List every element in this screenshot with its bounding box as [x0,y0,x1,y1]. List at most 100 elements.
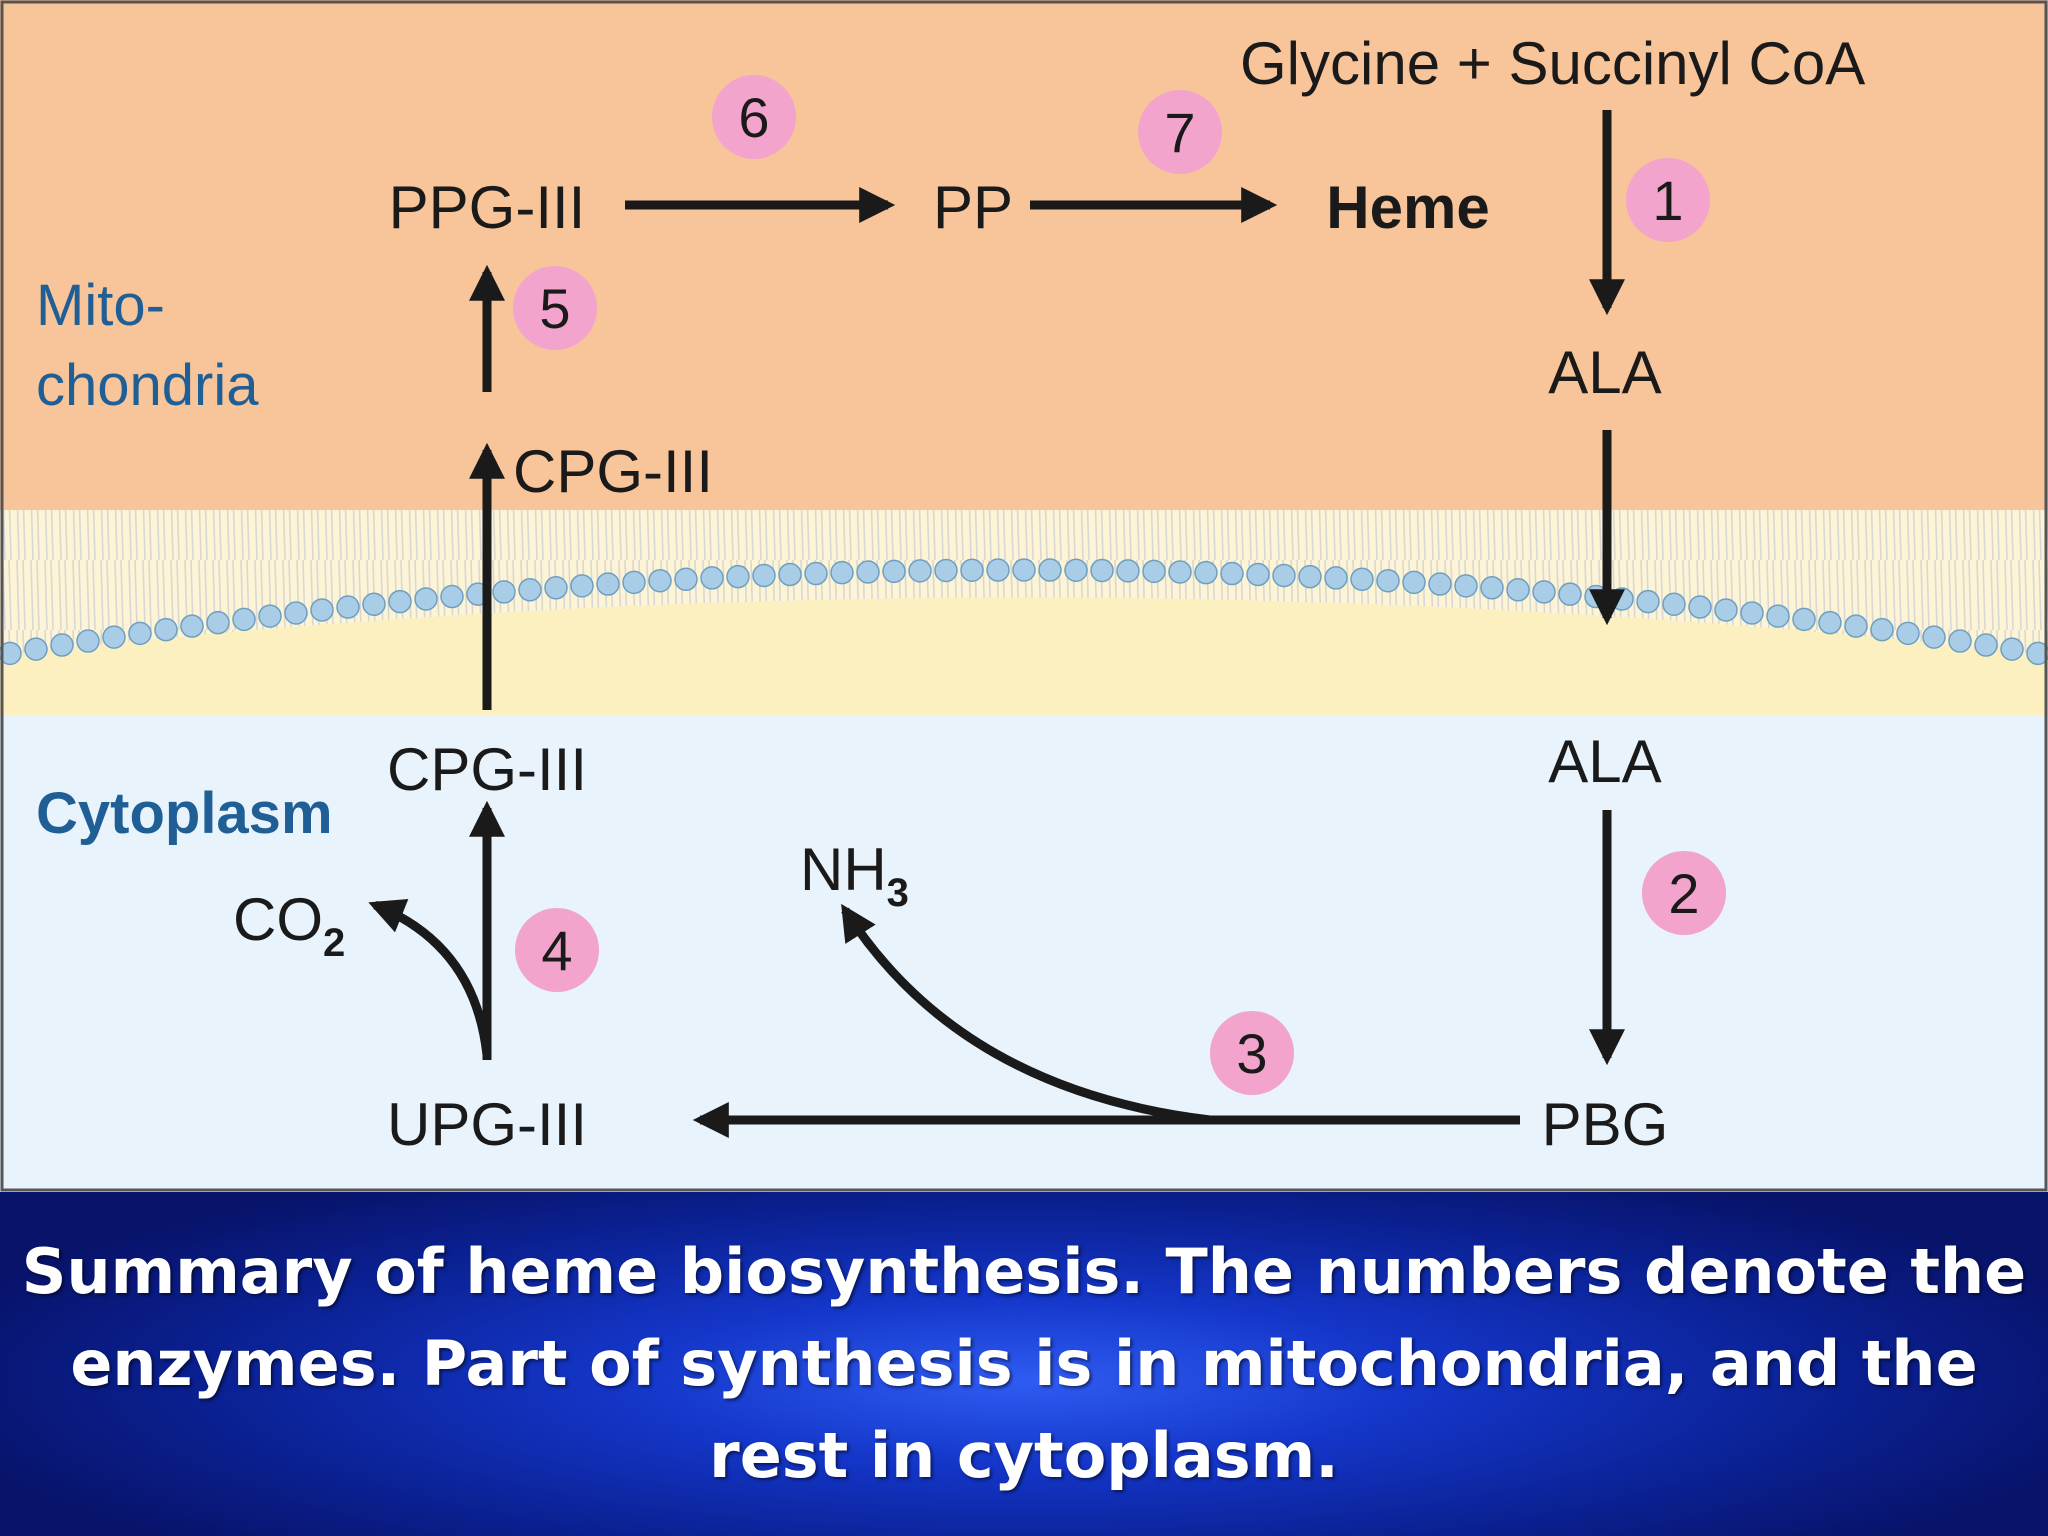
membrane-bead [1610,587,1634,611]
membrane-bead [1870,617,1894,642]
ala-mitochondrial: ALA [1548,339,1661,406]
membrane-bead [518,578,542,602]
heme-biosynthesis-diagram: Mito- chondria Cytoplasm Glycine + Succi… [0,0,2048,1192]
membrane-beads [0,558,2048,666]
membrane-bead [1896,621,1920,646]
membrane-bead [908,559,932,583]
membrane-bead [1532,580,1556,604]
enzyme-number-6: 6 [738,86,769,149]
enzyme-number-7: 7 [1164,101,1195,164]
mitochondria-label-2: chondria [36,353,259,418]
membrane-bead [1220,561,1244,586]
membrane-bead [336,595,360,619]
membrane-bead [1454,574,1478,598]
membrane-bead [232,607,256,632]
caption-text: Summary of heme biosynthesis. The number… [21,1235,2027,1492]
membrane-bead [1974,633,1998,657]
membrane-bead [1402,570,1426,595]
enzyme-number-3: 3 [1236,1022,1267,1085]
glycine-succinyl-coa: Glycine + Succinyl CoA [1240,30,1865,97]
membrane-bead [1714,598,1738,622]
arrow-release-co2 [368,898,492,1056]
membrane-bead [76,629,100,653]
membrane-bead [1194,560,1218,585]
membrane-bead [1818,610,1842,635]
membrane-bead [622,570,646,595]
cytoplasm-label: Cytoplasm [36,781,333,846]
pp: PP [933,174,1013,241]
membrane-bead [882,559,906,584]
membrane-bead [1662,592,1686,616]
membrane-bead [2026,641,2048,666]
membrane-bead [1558,582,1582,606]
membrane-bead [362,592,386,616]
enzyme-badge-3: 3 [1210,1011,1294,1095]
membrane-bead [1116,559,1140,583]
membrane-bead [24,637,48,661]
ala-cytoplasmic: ALA [1548,728,1661,795]
membrane-bead [310,598,334,622]
membrane-bead [1480,576,1504,600]
enzyme-badge-5: 5 [513,266,597,350]
membrane-bead [1688,595,1712,619]
membrane-bead [960,558,984,582]
membrane-bead [492,580,516,604]
membrane-bead [986,558,1010,582]
membrane-bead [700,566,724,590]
membrane-bead [414,587,438,611]
mitochondria-region [0,0,2048,510]
co2-label: CO2 [233,886,345,965]
heme: Heme [1326,174,1489,241]
membrane-bead [596,572,620,596]
membrane-bead [128,621,152,646]
membrane-bead [1246,562,1270,587]
membrane-bead [544,576,568,600]
membrane-bead [1792,607,1816,632]
membrane-bead [1090,558,1114,583]
membrane-bead [856,560,880,584]
enzyme-number-4: 4 [541,919,572,982]
membrane-bead [674,567,698,592]
membrane-bead [440,584,464,609]
membrane-bead [1844,614,1868,638]
membrane-bead [934,558,958,583]
membrane-bead [102,625,126,649]
membrane-bead [1298,564,1322,589]
upg-iii: UPG-III [387,1091,587,1158]
membrane-bead [830,560,854,585]
enzyme-badge-7: 7 [1138,90,1222,174]
membrane-bead [50,633,74,657]
membrane-bead [1350,567,1374,592]
cpg-iii-mitochondrial: CPG-III [513,438,713,505]
membrane-bead [1168,560,1192,584]
membrane-bead [1272,563,1296,588]
enzyme-badge-6: 6 [712,75,796,159]
membrane-bead [1064,558,1088,582]
membrane-bead [1766,604,1790,628]
membrane-bead [1740,601,1764,625]
enzyme-number-2: 2 [1668,862,1699,925]
membrane-bead [778,562,802,587]
membrane-bead [180,614,204,638]
caption-banner: Summary of heme biosynthesis. The number… [0,1192,2048,1536]
membrane-lipid-tails [0,510,2048,655]
enzyme-number-5: 5 [539,277,570,340]
membrane-bead [154,617,178,642]
membrane-bead [206,610,230,635]
pbg: PBG [1542,1091,1669,1158]
membrane-bead [752,563,776,588]
membrane-bead [1922,625,1946,649]
membrane-bead [284,601,308,625]
cpg-iii-cytoplasmic: CPG-III [387,736,587,803]
membrane-bead [0,641,22,666]
membrane-bead [1012,558,1036,582]
membrane-bead [1428,572,1452,596]
membrane-bead [1636,589,1660,614]
mitochondria-label: Mito- [36,273,165,338]
membrane-bead [726,564,750,589]
membrane-bead [2000,637,2024,661]
membrane-bead [388,589,412,614]
arrow-release-nh3 [841,903,1211,1125]
membrane-bead [1324,566,1348,590]
membrane-bead [1506,578,1530,602]
